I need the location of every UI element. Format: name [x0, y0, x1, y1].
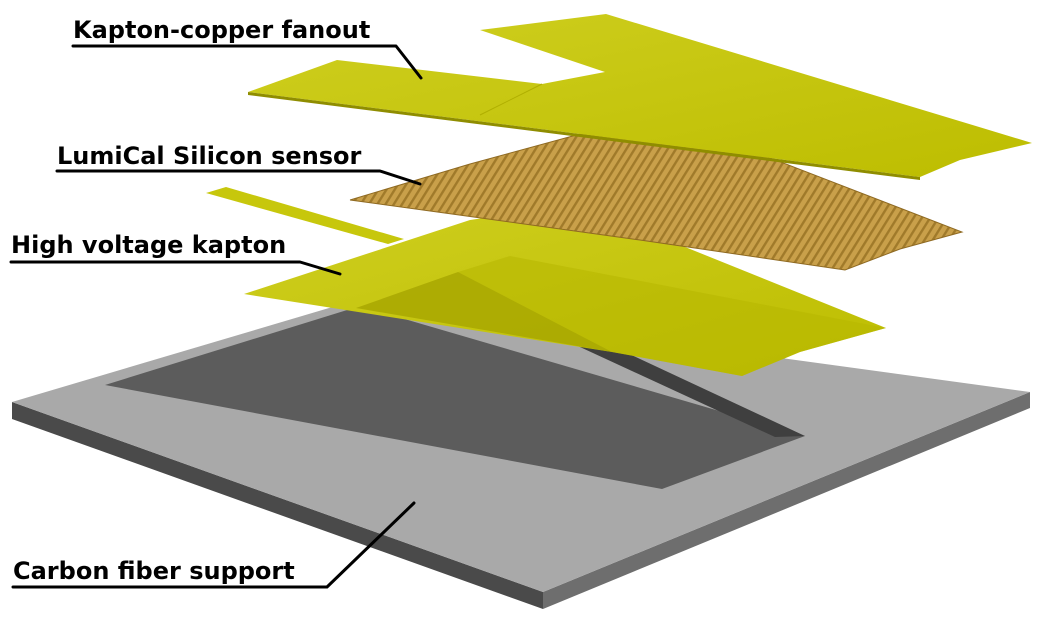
- support-right-edge: [543, 392, 1030, 609]
- hv-kapton-underside: [356, 272, 612, 352]
- label-fanout-text: Kapton-copper fanout: [73, 16, 370, 44]
- label-support-text: Carbon fiber support: [13, 557, 295, 585]
- high-voltage-kapton: [206, 187, 886, 376]
- leader-sensor: [55, 169, 422, 186]
- label-sensor: LumiCal Silicon sensor: [55, 142, 422, 186]
- label-sensor-text: LumiCal Silicon sensor: [57, 142, 362, 170]
- fanout-front-edge: [248, 92, 920, 180]
- lumical-silicon-sensor: [349, 133, 964, 271]
- leader-support: [11, 501, 416, 589]
- label-hv: High voltage kapton: [9, 231, 342, 276]
- leader-fanout: [71, 44, 423, 80]
- kapton-copper-fanout: [248, 14, 1032, 180]
- support-pocket: [105, 306, 805, 489]
- hv-kapton-fold: [458, 256, 886, 376]
- support-left-edge: [12, 402, 543, 609]
- label-hv-text: High voltage kapton: [11, 231, 286, 259]
- leader-hv: [9, 260, 342, 276]
- fanout-sheet: [248, 14, 1032, 177]
- label-fanout: Kapton-copper fanout: [71, 16, 423, 80]
- fanout-fold-line: [479, 83, 543, 116]
- sensor-outline: [349, 133, 964, 271]
- hv-kapton-tail: [206, 187, 404, 244]
- sensor-face: [350, 134, 962, 270]
- label-support: Carbon fiber support: [11, 501, 416, 589]
